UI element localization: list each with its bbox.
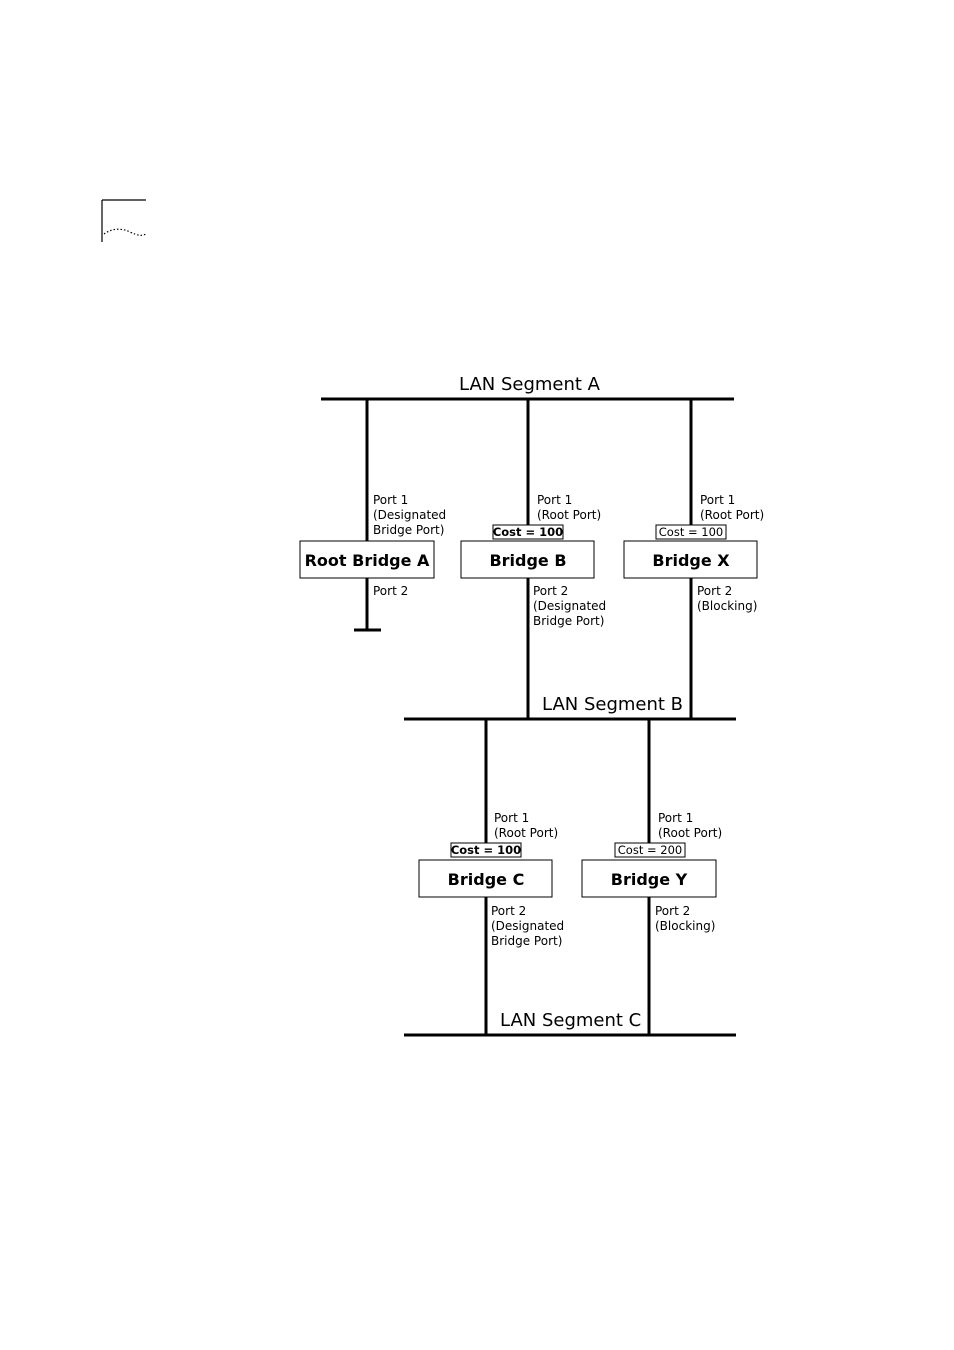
root-bridge-a-port1-label: Port 1 (Designated Bridge Port) [373,493,450,537]
bridge-y-name: Bridge Y [611,870,688,889]
root-bridge-a-port2-label: Port 2 [373,584,408,598]
bridge-c-cost-box [450,842,522,858]
bridge-c-name: Bridge C [448,870,525,889]
bridge-x-cost-box [655,524,727,540]
bridge-b-cost-box [492,524,564,540]
bridge-c-cost: Cost = 100 [451,843,521,857]
bridge-c-port1-label: Port 1 (Root Port) [494,811,558,840]
bridge-y: Port 1 (Root Port) Cost = 200 Bridge Y P… [581,719,722,1035]
bridge-y-cost: Cost = 200 [618,843,682,857]
bridge-b: Port 1 (Root Port) Cost = 100 Bridge B P… [460,399,610,719]
bridge-c: Port 1 (Root Port) Cost = 100 Bridge C P… [418,719,568,1035]
segment-c-label: LAN Segment C [500,1010,641,1031]
segment-b-label: LAN Segment B [542,694,683,715]
bridge-b-port1-label: Port 1 (Root Port) [537,493,601,522]
bridge-c-box [418,859,553,898]
bridge-y-cost-box [614,842,686,858]
bridge-x-name: Bridge X [652,551,730,570]
bridge-c-port2-label: Port 2 (Designated Bridge Port) [491,904,568,948]
bridge-x-port1-label: Port 1 (Root Port) [700,493,764,522]
bridge-b-box [460,540,595,579]
bridge-y-port1-label: Port 1 (Root Port) [658,811,722,840]
bridge-x-box [623,540,758,579]
bridge-b-port2-label: Port 2 (Designated Bridge Port) [533,584,610,628]
bridge-b-name: Bridge B [489,551,566,570]
bridge-x-port2-label: Port 2 (Blocking) [697,584,757,613]
bridge-y-box [581,859,717,898]
bridge-x: Port 1 (Root Port) Cost = 100 Bridge X P… [623,399,764,719]
root-bridge-a-box [299,540,435,579]
root-bridge-a: Port 1 (Designated Bridge Port) Root Bri… [299,399,450,632]
page-corner-icon [101,199,147,242]
bridge-b-cost: Cost = 100 [493,525,563,539]
root-bridge-a-name: Root Bridge A [305,551,430,570]
bridge-y-port2-label: Port 2 (Blocking) [655,904,715,933]
segment-a-label: LAN Segment A [459,374,601,395]
bridge-x-cost: Cost = 100 [659,525,723,539]
